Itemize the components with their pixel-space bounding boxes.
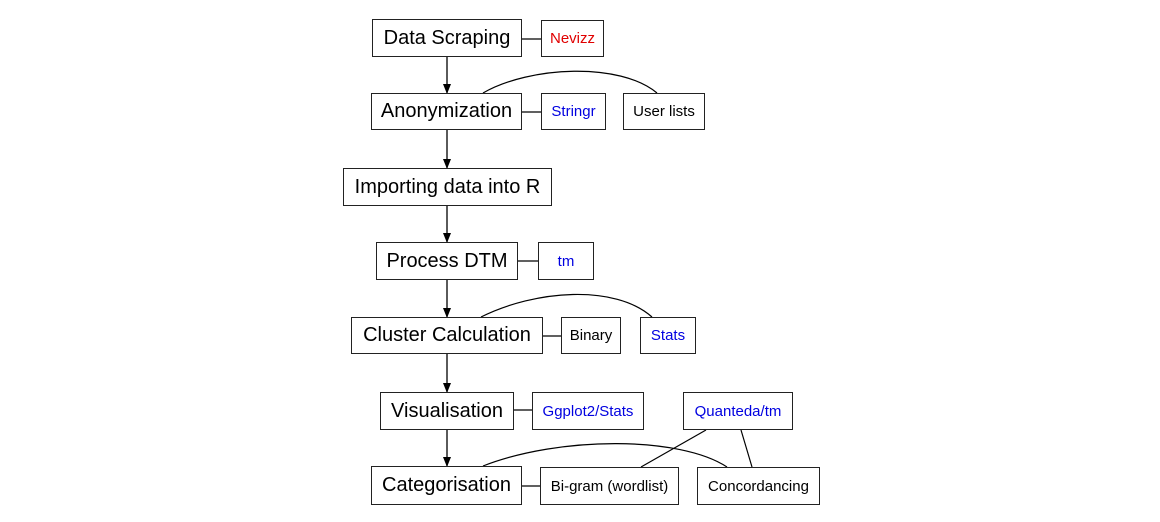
step-data-scraping: Data Scraping xyxy=(372,19,522,57)
step-visualisation: Visualisation xyxy=(380,392,514,430)
tool-user-lists: User lists xyxy=(623,93,705,130)
tool-bigram-wordlist: Bi-gram (wordlist) xyxy=(540,467,679,505)
link-categorisation-concordancing xyxy=(482,443,728,468)
step-importing-data: Importing data into R xyxy=(343,168,552,206)
step-cluster-calculation: Cluster Calculation xyxy=(351,317,543,354)
link-quanteda-bigram xyxy=(640,429,707,468)
step-process-dtm: Process DTM xyxy=(376,242,518,280)
tool-tm: tm xyxy=(538,242,594,280)
link-cluster-stats xyxy=(480,293,653,318)
tool-quanteda-tm: Quanteda/tm xyxy=(683,392,793,430)
tool-stats: Stats xyxy=(640,317,696,354)
tool-binary: Binary xyxy=(561,317,621,354)
tool-nevizz: Nevizz xyxy=(541,20,604,57)
tool-stringr: Stringr xyxy=(541,93,606,130)
step-anonymization: Anonymization xyxy=(371,93,522,130)
step-categorisation: Categorisation xyxy=(371,466,522,505)
link-anonymization-user-lists xyxy=(482,70,658,94)
link-quanteda-concordancing xyxy=(740,429,753,468)
tool-concordancing: Concordancing xyxy=(697,467,820,505)
tool-ggplot2-stats: Ggplot2/Stats xyxy=(532,392,644,430)
